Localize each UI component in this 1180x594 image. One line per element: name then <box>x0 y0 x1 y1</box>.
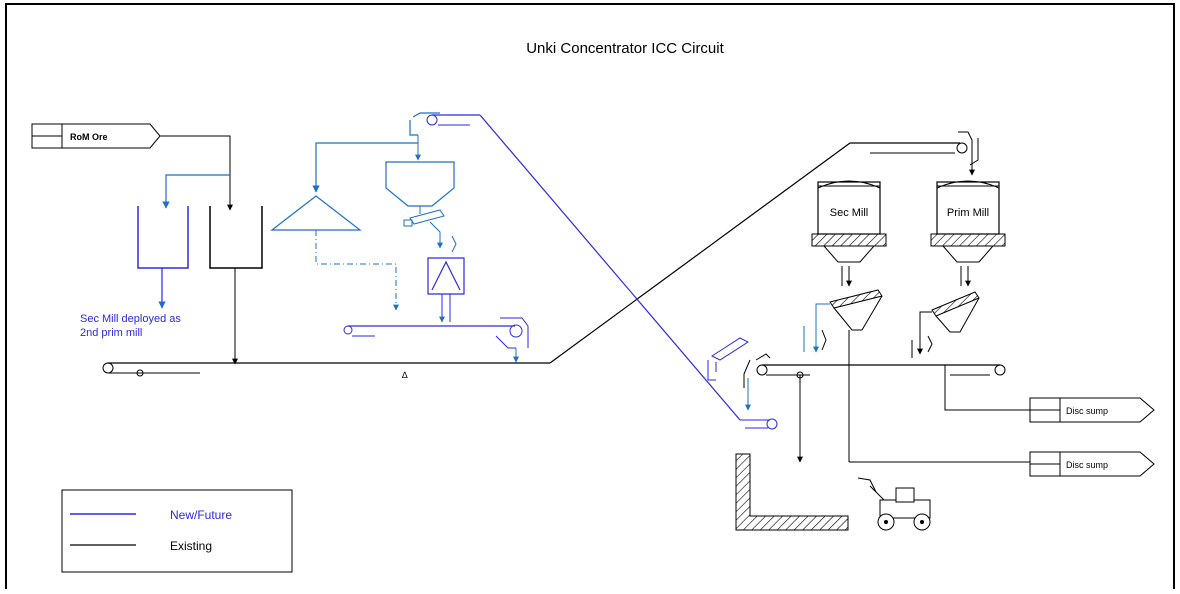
new-hopper <box>385 161 457 253</box>
loader-icon <box>857 477 931 531</box>
legend-existing-label: Existing <box>170 539 212 553</box>
stockpile-bunker <box>735 453 849 531</box>
existing-bin <box>209 206 263 269</box>
legend-new-label: New/Future <box>170 508 232 522</box>
note-line-2: 2nd prim mill <box>80 327 142 339</box>
disc-sump-2-label: Disc sump <box>1066 460 1108 470</box>
legend: New/Future Existing <box>61 489 293 573</box>
small-new-conveyor <box>707 337 778 430</box>
diagram-title: Unki Concentrator ICC Circuit <box>526 40 724 57</box>
scale-mark: ∆ <box>402 370 408 380</box>
note-line-1: Sec Mill deployed as <box>80 313 181 325</box>
rom-feed-line <box>160 135 233 211</box>
new-bin <box>137 206 189 269</box>
disc-sump-tag-2: Disc sump <box>849 451 1155 477</box>
disc-sump-1-label: Disc sump <box>1066 406 1108 416</box>
new-screen <box>270 195 362 231</box>
sec-mill-label: Sec Mill <box>830 207 869 219</box>
main-conveyor: ∆ <box>102 131 979 380</box>
rom-ore-label: RoM Ore <box>70 132 108 142</box>
screen-undersize-line <box>315 230 399 311</box>
sec-mill: Sec Mill <box>811 180 887 287</box>
prim-mill-label: Prim Mill <box>947 207 989 219</box>
prim-mill-screen <box>911 291 980 358</box>
right-conveyor <box>743 353 1006 463</box>
page-border <box>5 3 1175 594</box>
rom-ore-tag: RoM Ore <box>31 123 161 149</box>
prim-mill: Prim Mill <box>930 180 1006 287</box>
middle-new-conveyor <box>343 317 529 363</box>
sec-mill-screen <box>803 289 883 462</box>
top-new-conveyor <box>312 112 741 421</box>
new-crusher <box>427 257 465 323</box>
disc-sump-tag-1: Disc sump <box>944 365 1155 423</box>
rom-new-feed-line <box>162 174 230 209</box>
